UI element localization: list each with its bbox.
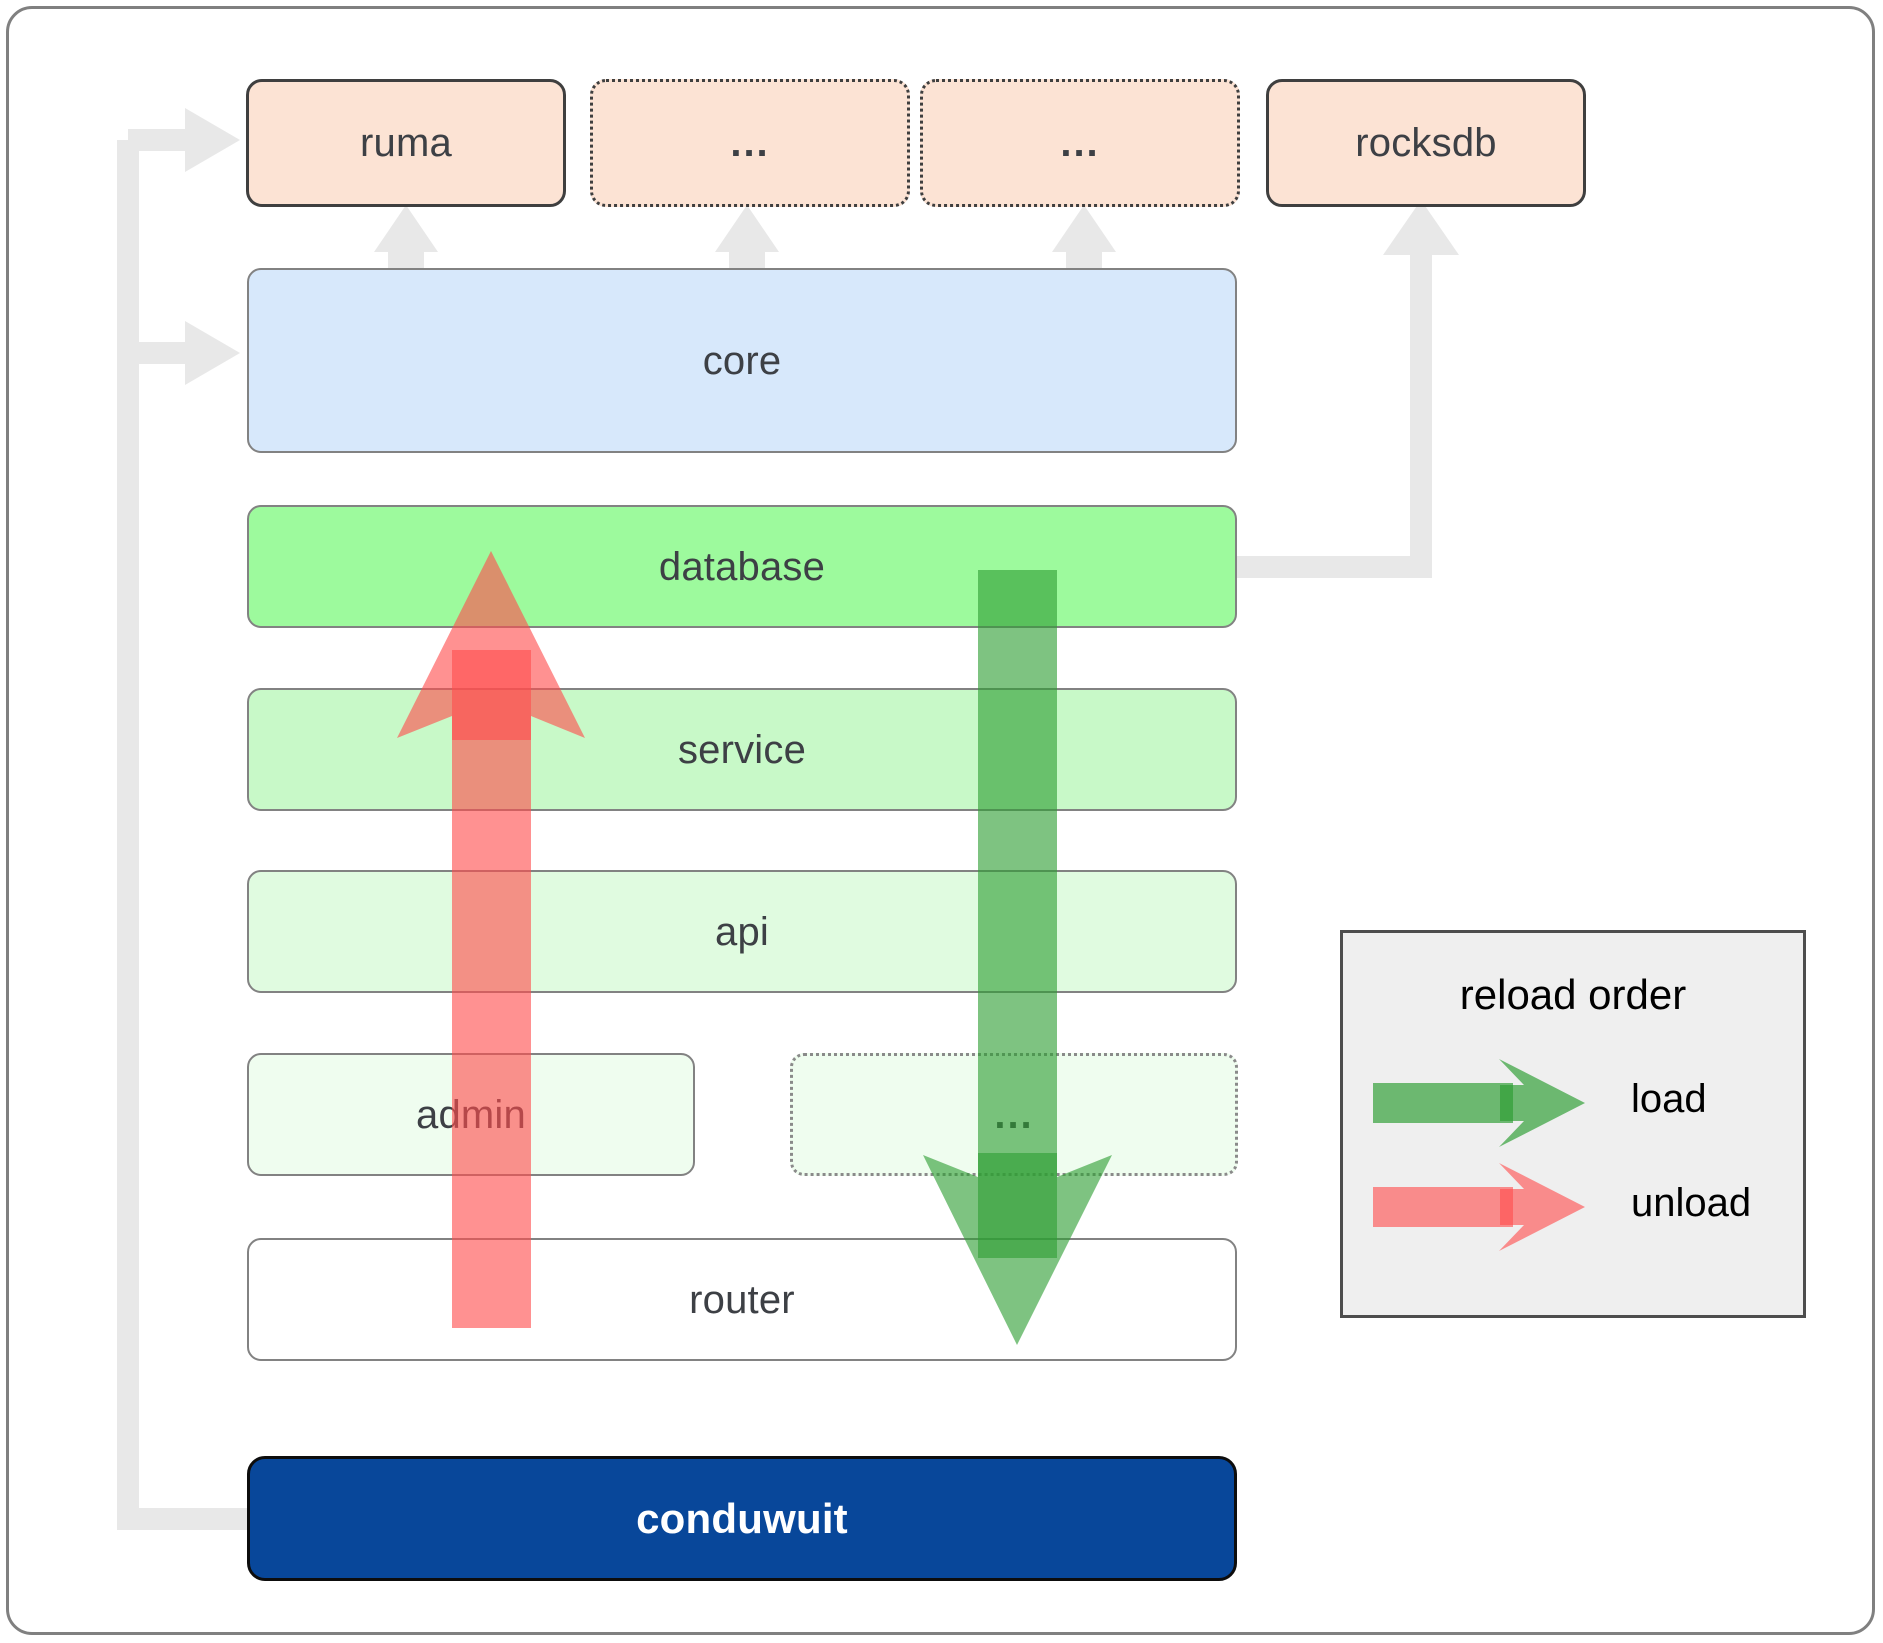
conduwuit-connector-arrowheads bbox=[185, 108, 240, 385]
layer-label-database: database bbox=[658, 544, 826, 589]
legend-row-load: load bbox=[1343, 1059, 1803, 1149]
dependency-label-rocksdb: rocksdb bbox=[1355, 121, 1497, 165]
layer-label-api: api bbox=[715, 909, 769, 954]
layer-label-admin: admin bbox=[416, 1092, 526, 1137]
legend-label-unload: unload bbox=[1631, 1181, 1752, 1225]
unload-legend-icon bbox=[1373, 1163, 1585, 1251]
legend-label-load: load bbox=[1631, 1077, 1707, 1121]
binary-box-conduwuit[interactable]: conduwuit bbox=[247, 1456, 1237, 1581]
database-rocksdb-connector bbox=[1236, 255, 1432, 578]
legend-title: reload order bbox=[1459, 971, 1687, 1018]
layer-label-router: router bbox=[689, 1277, 795, 1322]
load-legend-icon bbox=[1373, 1059, 1585, 1147]
binary-label-conduwuit: conduwuit bbox=[636, 1494, 848, 1542]
dependency-box-ruma[interactable]: ruma bbox=[246, 79, 566, 207]
dependency-box-dep3[interactable]: ... bbox=[920, 79, 1240, 207]
layer-label-core: core bbox=[702, 338, 782, 383]
layer-box-service[interactable]: service bbox=[247, 688, 1237, 811]
layer-box-admin[interactable]: admin bbox=[247, 1053, 695, 1176]
legend-panel: reload order load unload bbox=[1340, 930, 1806, 1318]
layer-box-more[interactable]: ... bbox=[790, 1053, 1238, 1176]
layer-box-api[interactable]: api bbox=[247, 870, 1237, 993]
layer-box-database[interactable]: database bbox=[247, 505, 1237, 628]
database-rocksdb-arrowhead bbox=[1383, 200, 1459, 255]
layer-box-core[interactable]: core bbox=[247, 268, 1237, 453]
legend-row-unload: unload bbox=[1343, 1163, 1803, 1253]
dependency-label-dep3: ... bbox=[1060, 121, 1100, 165]
core-dependency-arrows bbox=[374, 205, 1116, 286]
dependency-label-dep2: ... bbox=[730, 121, 770, 165]
dependency-box-rocksdb[interactable]: rocksdb bbox=[1266, 79, 1586, 207]
layer-label-service: service bbox=[677, 727, 807, 772]
conduwuit-dependency-connector bbox=[117, 129, 247, 1530]
layer-box-router[interactable]: router bbox=[247, 1238, 1237, 1361]
dependency-box-dep2[interactable]: ... bbox=[590, 79, 910, 207]
layer-label-more: ... bbox=[994, 1092, 1034, 1137]
dependency-label-ruma: ruma bbox=[360, 121, 452, 165]
